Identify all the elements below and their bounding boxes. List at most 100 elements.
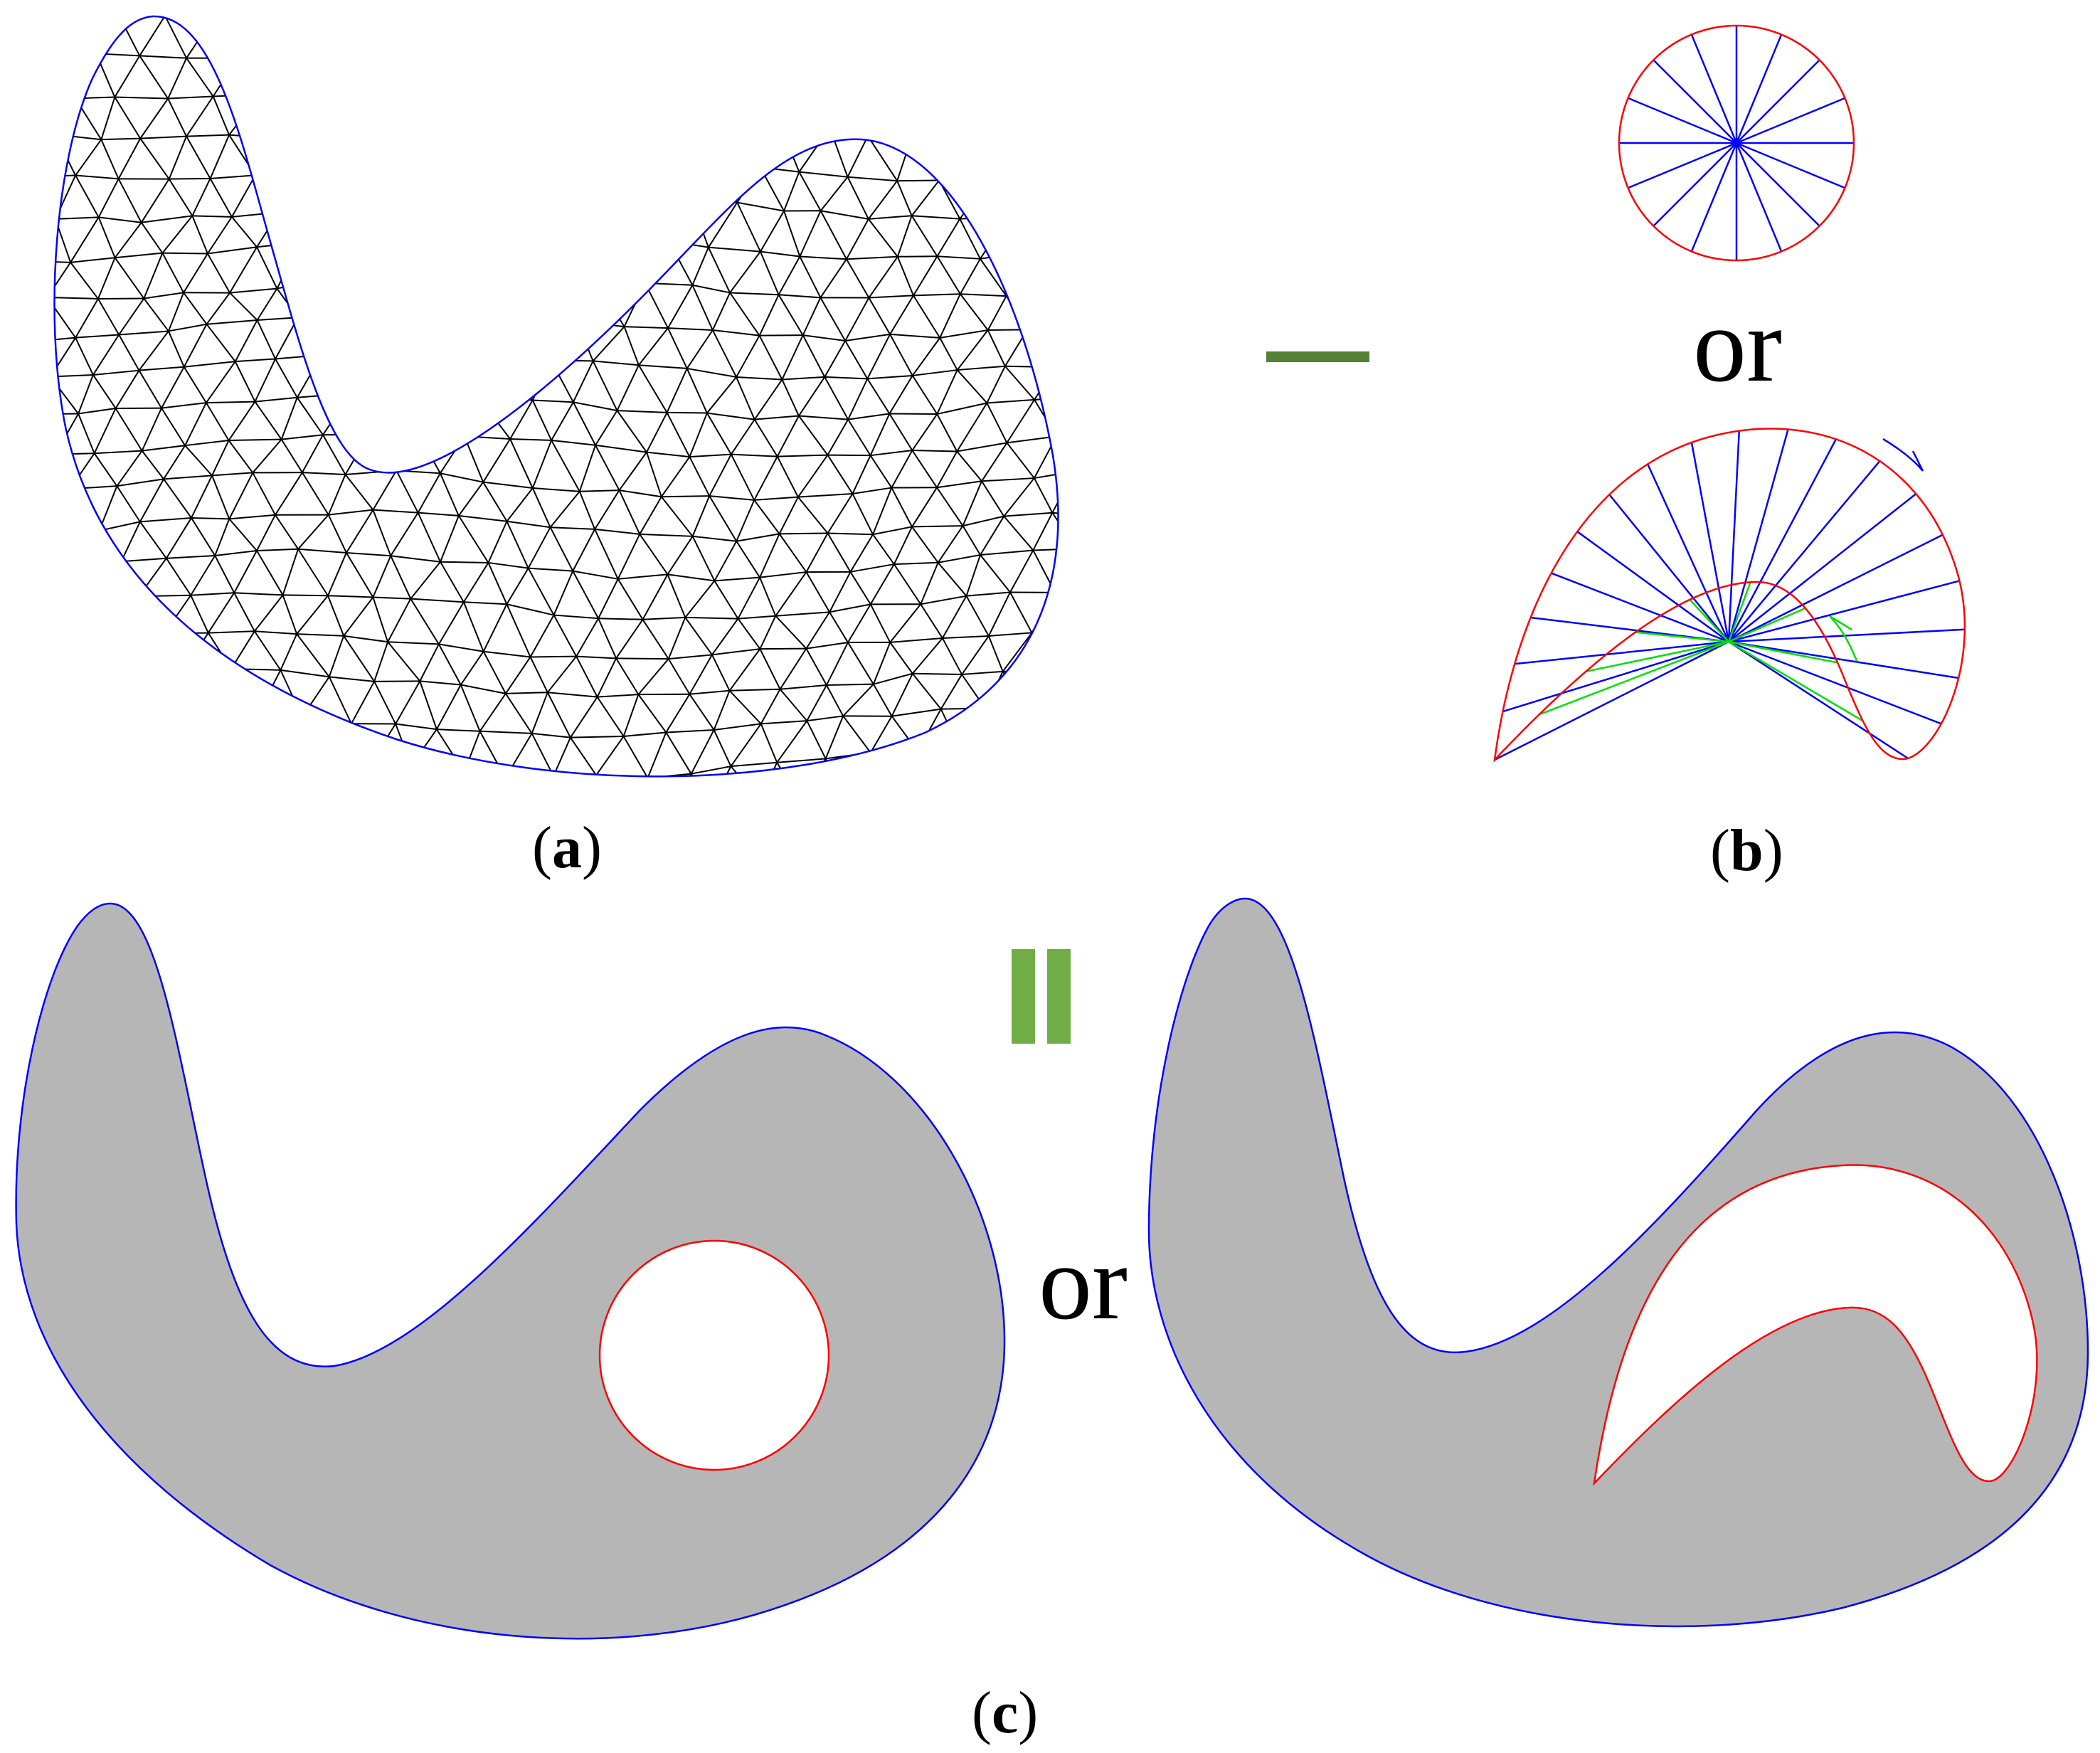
edge-line (1078, 629, 1098, 677)
edge-line (706, 376, 737, 414)
edge-line (616, 31, 645, 72)
or-connector-bottom: or (1039, 1224, 1128, 1342)
edge-line (186, 22, 211, 59)
edge-line (304, 803, 351, 807)
edge-line (553, 737, 571, 777)
edge-line (96, 831, 140, 832)
edge-line (184, 361, 235, 368)
edge-line (962, 525, 981, 556)
edge-line (461, 155, 485, 196)
edge-line (965, 554, 981, 597)
edge-line (1029, 250, 1052, 289)
edge-line (1102, 354, 1149, 361)
edge-line (1167, 314, 1208, 317)
edge-line (829, 89, 852, 129)
edge-line (396, 435, 420, 471)
edge-line (985, 795, 1008, 833)
edge-line (1124, 554, 1144, 593)
edge-line (867, 96, 898, 137)
edge-line (1148, 354, 1171, 396)
edge-line (390, 512, 419, 556)
edge-line (462, 857, 507, 858)
edge-line (1006, 442, 1035, 479)
edge-line (186, 134, 230, 137)
edge-line (1076, 398, 1094, 436)
edge-line (891, 673, 913, 717)
edge-line (556, 34, 603, 39)
edge-line (168, 95, 213, 100)
edge-line (848, 413, 890, 420)
edge-line (1145, 762, 1194, 767)
edge-line (275, 803, 304, 842)
edge-line (668, 202, 693, 242)
edge-line (872, 526, 913, 536)
edge-line (890, 333, 940, 339)
edge-line (277, 137, 307, 168)
edge-line (372, 356, 395, 396)
edge-line (1071, 245, 1121, 246)
edge-line (1689, 598, 1729, 642)
edge-line (1054, 752, 1059, 777)
edge-line (93, 452, 118, 487)
edge-line (529, 657, 548, 693)
edge-line (736, 376, 783, 381)
edge-line (911, 450, 938, 488)
edge-line (389, 158, 413, 199)
edge-line (368, 765, 391, 777)
edge-line (551, 235, 576, 277)
edge-line (329, 676, 375, 682)
edge-line (728, 690, 762, 725)
edge-line (1030, 794, 1071, 795)
edge-line (574, 195, 596, 237)
edge-line (1142, 515, 1171, 556)
edge-line (1169, 722, 1194, 767)
edge-line (707, 247, 731, 293)
edge-line (667, 285, 694, 329)
edge-line (711, 80, 733, 121)
edge-line (891, 708, 941, 717)
edge-line (851, 52, 874, 90)
edge-line (1125, 716, 1146, 762)
edge-line (54, 454, 71, 489)
edge-line (1003, 98, 1029, 143)
edge-line (689, 453, 731, 458)
edge-line (1071, 245, 1099, 289)
edge-line (1653, 142, 1737, 227)
edge-line (164, 16, 187, 59)
edge-line (937, 402, 987, 415)
edge-line (419, 681, 438, 730)
edge-line (1727, 581, 1751, 642)
edge-line (736, 541, 760, 578)
edge-line (711, 292, 731, 331)
edge-line (960, 750, 1009, 754)
circle-hole-boundary (1618, 24, 1855, 262)
edge-line (389, 121, 415, 159)
edge-line (842, 715, 871, 753)
edge-line (1167, 314, 1193, 351)
edge-line (393, 391, 438, 396)
edge-line (714, 580, 739, 620)
edge-line (1052, 628, 1059, 670)
edge-line (1185, 51, 1239, 53)
edge-line (209, 134, 230, 179)
edge-line (1117, 169, 1145, 204)
edge-line (1101, 169, 1117, 208)
edge-line (301, 238, 344, 243)
edge-line (594, 489, 620, 530)
edge-line (669, 240, 709, 248)
edge-line (70, 216, 100, 263)
edge-line (551, 275, 595, 280)
edge-line (760, 211, 785, 253)
edge-line (531, 692, 548, 734)
edge-line (75, 139, 102, 176)
edge-line (296, 397, 324, 435)
edge-line (896, 215, 913, 258)
edge-line (547, 70, 576, 115)
edge-line (70, 262, 99, 300)
edge-line (754, 496, 798, 501)
edge-line (1007, 752, 1032, 777)
edge-line (1193, 351, 1235, 353)
edge-line (413, 269, 465, 273)
edge-line (618, 489, 641, 535)
edge-line (207, 712, 259, 715)
